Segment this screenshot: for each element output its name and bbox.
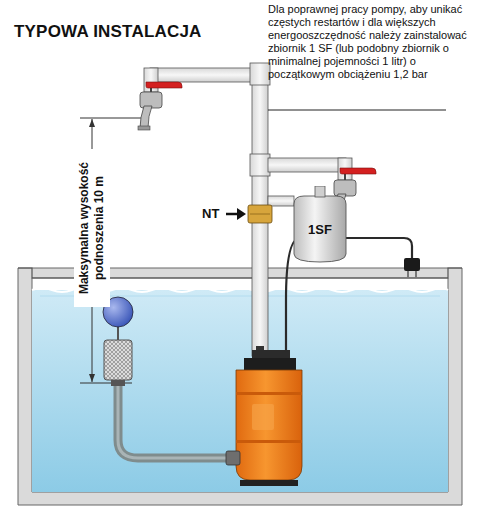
- note-text: Dla poprawnej pracy pompy, aby unikać cz…: [268, 3, 473, 81]
- pressure-tank: 1SF: [290, 186, 350, 264]
- fitting-label: NT: [202, 206, 219, 221]
- tank-label: 1SF: [290, 222, 350, 237]
- diagram-title: TYPOWA INSTALACJA: [14, 22, 202, 42]
- dimension-label: Maksymalna wysokość podnoszenia 10 m: [74, 149, 110, 307]
